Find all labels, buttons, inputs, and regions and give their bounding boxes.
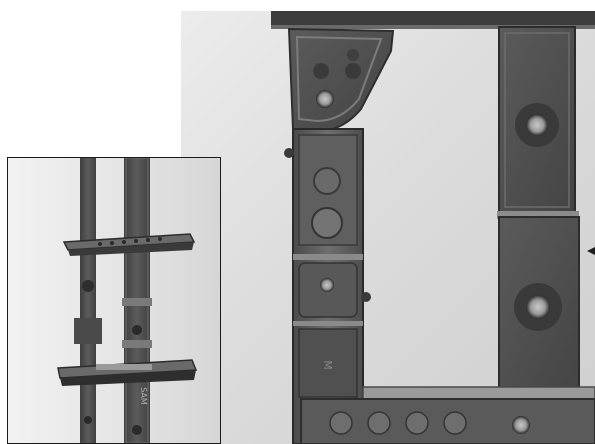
main-photo-drawing: M [271, 11, 595, 444]
inset-fitting-2 [84, 416, 92, 424]
rail-hole [512, 416, 530, 434]
gusset-rivet-2 [345, 63, 361, 79]
inset-upper-dot-4 [134, 239, 138, 243]
right-bar-upper-edge [504, 32, 570, 208]
inset-upper-dot-2 [110, 241, 114, 245]
wall-screw-1 [284, 148, 294, 158]
inset-photo: SAM [7, 157, 221, 444]
gusset-inner-edge [295, 35, 383, 123]
inset-upper-dot-1 [98, 242, 102, 246]
gusset-hole [316, 90, 334, 108]
inset-upper-dot-5 [146, 238, 150, 242]
gusset-rivet-1 [313, 63, 329, 79]
top-rail [271, 11, 595, 27]
right-bar-upper-hole [526, 114, 548, 136]
inset-joint-1 [122, 298, 152, 306]
post-knockout-2 [311, 207, 343, 239]
wall-screw-2 [361, 292, 371, 302]
inset-lower-shelf-lip [60, 370, 196, 386]
inset-upper-shelf-lip [68, 242, 194, 256]
inset-clip [74, 318, 102, 344]
inset-hole-1 [132, 325, 142, 335]
right-bar-seam [497, 211, 579, 219]
post-stamped-label: M [321, 360, 334, 370]
post-segment-lower [298, 328, 358, 398]
rail-knockout-1 [329, 411, 353, 435]
inset-stamped-label: SAM [139, 387, 148, 405]
gusset-rivet-3 [347, 49, 359, 61]
inset-upper-dot-3 [122, 240, 126, 244]
post-joint-1 [293, 254, 363, 260]
inset-fitting-1 [82, 280, 94, 292]
post-knockout-1 [313, 167, 341, 195]
inset-lower-shelf-plate [96, 364, 152, 370]
post-joint-2 [293, 321, 363, 326]
post-hole [320, 278, 334, 292]
right-bar-lower-hole [526, 295, 550, 319]
inset-upper-dot-6 [158, 237, 162, 241]
rail-knockout-3 [405, 411, 429, 435]
main-photo: M [181, 11, 595, 444]
inset-joint-2 [122, 340, 152, 348]
rail-knockout-2 [367, 411, 391, 435]
top-rail-edge [271, 25, 595, 29]
rail-knockout-4 [443, 411, 467, 435]
pointer-arrow [587, 247, 595, 255]
inset-left-rail [80, 158, 96, 443]
inset-photo-drawing: SAM [57, 158, 198, 443]
inset-hole-2 [132, 425, 142, 435]
